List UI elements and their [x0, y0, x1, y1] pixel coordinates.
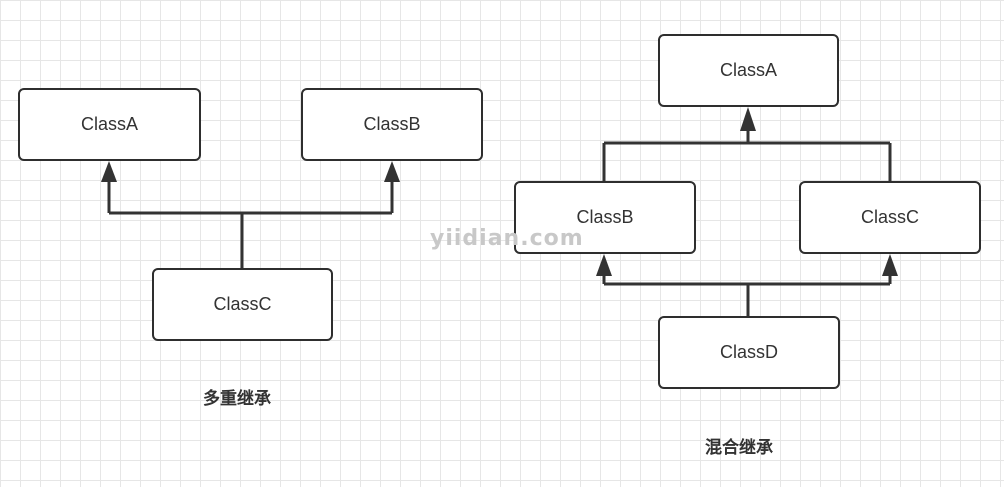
class-b-label: ClassB	[363, 114, 421, 134]
hybrid-class-b-label: ClassB	[576, 207, 634, 227]
class-a-box: ClassA	[18, 88, 201, 161]
hybrid-bc-to-a-line	[602, 130, 892, 181]
class-a-label: ClassA	[80, 114, 138, 134]
hybrid-class-c-box: ClassC	[799, 181, 981, 254]
hybrid-class-d-box: ClassD	[658, 316, 840, 389]
class-c-box: ClassC	[152, 268, 333, 341]
arrowhead-hybrid-a	[740, 107, 756, 131]
hybrid-class-a-label: ClassA	[719, 60, 777, 80]
hybrid-class-d-label: ClassD	[719, 342, 778, 362]
hybrid-class-b-box: ClassB	[514, 181, 696, 254]
watermark: yiidian.com	[430, 226, 584, 251]
arrowhead-hybrid-c	[882, 254, 898, 276]
arrowhead-multi-a	[101, 161, 117, 182]
hybrid-inheritance-caption: 混合继承	[705, 438, 773, 458]
class-c-label: ClassC	[213, 294, 272, 314]
hybrid-d-to-bc-line	[602, 272, 892, 316]
multi-c-to-ab-line	[107, 180, 394, 268]
arrowhead-hybrid-b	[596, 254, 612, 276]
hybrid-class-a-box: ClassA	[658, 34, 839, 107]
hybrid-class-c-label: ClassC	[860, 207, 919, 227]
arrowhead-multi-b	[384, 161, 400, 182]
multiple-inheritance-caption: 多重继承	[203, 389, 271, 409]
class-b-box: ClassB	[301, 88, 483, 161]
